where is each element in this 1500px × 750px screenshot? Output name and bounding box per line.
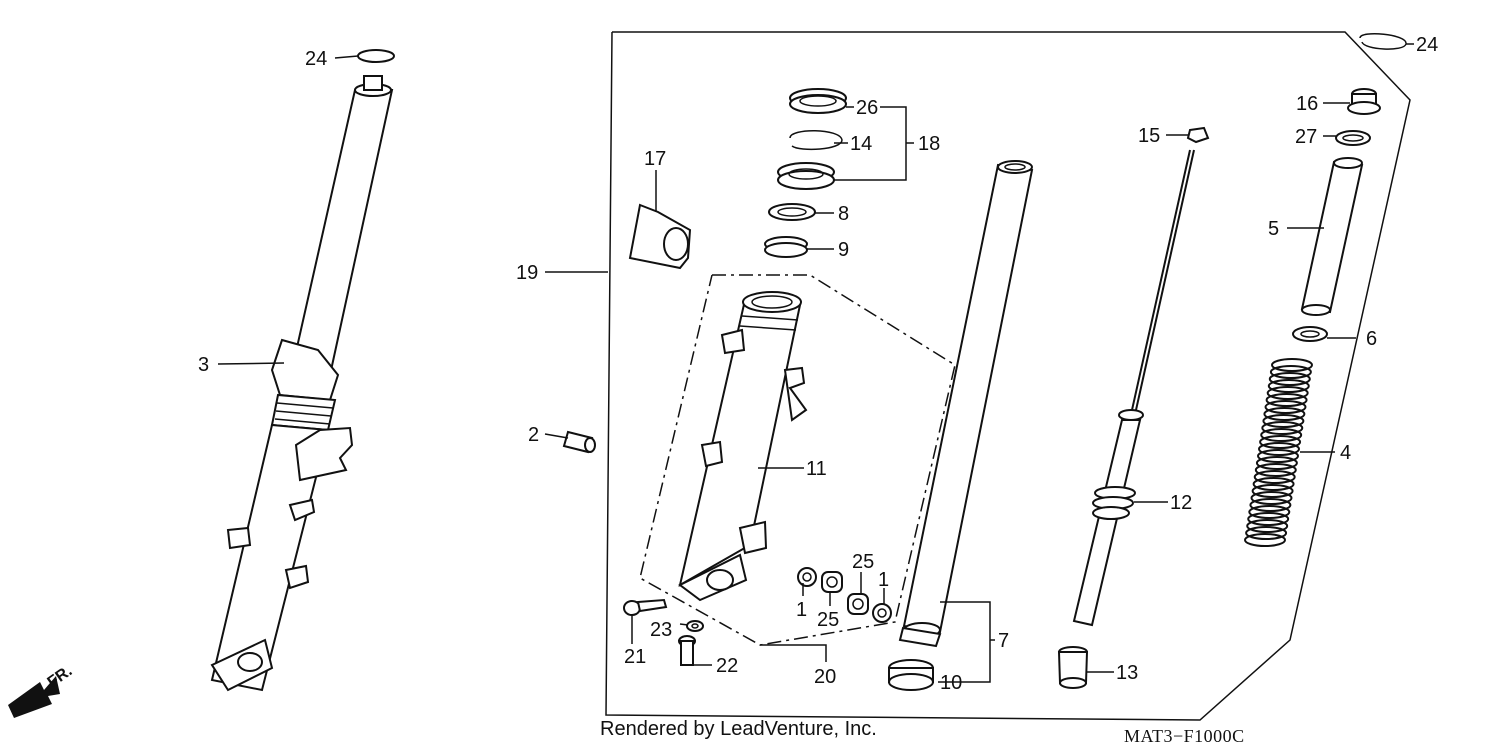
callout-1-left: 1 <box>796 599 807 621</box>
part-10-slide-bushing[interactable] <box>888 659 934 691</box>
callout-15: 15 <box>1138 125 1160 147</box>
part-24-snap-ring-left[interactable] <box>357 49 395 63</box>
callout-7: 7 <box>998 630 1009 652</box>
spring-coil <box>1254 463 1297 477</box>
callout-8: 8 <box>838 203 849 225</box>
callout-21: 21 <box>624 646 646 668</box>
part-2-dowel[interactable] <box>562 430 596 454</box>
spring-coil <box>1244 533 1286 547</box>
assembly-boundary <box>605 31 1411 721</box>
spring-coil <box>1259 435 1302 449</box>
part-12-damper-rod[interactable] <box>1072 149 1195 627</box>
part-26-dust-seal[interactable] <box>789 88 847 114</box>
spring-coil <box>1246 519 1289 533</box>
part-14-oil-seal-stopper[interactable] <box>789 130 843 151</box>
part-1-washer-b[interactable] <box>872 603 892 623</box>
spring-coil <box>1258 442 1300 456</box>
spring-coil <box>1271 358 1313 372</box>
callout-26: 26 <box>856 97 878 119</box>
part-5-spring-collar[interactable] <box>1300 157 1364 316</box>
part-23-washer[interactable] <box>686 620 704 632</box>
spring-coil <box>1269 365 1312 379</box>
part-11-fork-slider[interactable] <box>678 291 808 602</box>
callout-27: 27 <box>1295 126 1317 148</box>
spring-coil <box>1262 414 1305 428</box>
callout-6: 6 <box>1366 328 1377 350</box>
front-direction-arrow <box>8 676 60 718</box>
callout-3: 3 <box>198 354 209 376</box>
part-18-oil-seal[interactable] <box>777 162 835 190</box>
part-9-slide-bushing[interactable] <box>764 236 808 258</box>
callout-14: 14 <box>850 133 872 155</box>
part-13-oil-lock-piece[interactable] <box>1057 646 1089 689</box>
spring-coil <box>1249 498 1292 512</box>
callout-13: 13 <box>1116 662 1138 684</box>
diagram-code: MAT3−F1000C <box>1124 726 1245 746</box>
part-21-bolt[interactable] <box>623 598 668 616</box>
spring-coil <box>1251 484 1294 498</box>
callout-24-left: 24 <box>305 48 327 70</box>
part-17-fork-guide[interactable] <box>628 203 692 270</box>
callout-18: 18 <box>918 133 940 155</box>
part-1-washer-a[interactable] <box>797 567 817 587</box>
part-24-snap-ring-right[interactable] <box>1359 33 1407 50</box>
callout-1-right: 1 <box>878 569 889 591</box>
part-8-back-up-ring[interactable] <box>768 203 816 221</box>
callout-16: 16 <box>1296 93 1318 115</box>
part-16-fork-bolt[interactable] <box>1347 88 1381 115</box>
spring-coil <box>1263 407 1306 421</box>
spring-coil <box>1247 512 1290 526</box>
spring-coil <box>1255 456 1298 470</box>
callout-2: 2 <box>528 424 539 446</box>
callout-labels: 24 3 2 19 17 26 14 18 8 9 11 1 25 25 1 2… <box>198 34 1438 694</box>
part-3-fork-assembly[interactable] <box>210 75 394 692</box>
part-25-bushing-a[interactable] <box>821 571 843 593</box>
part-15-nut[interactable] <box>1186 126 1210 144</box>
spring-coil <box>1253 470 1296 484</box>
callout-24-right: 24 <box>1416 34 1438 56</box>
leader-lines <box>217 43 1414 683</box>
spring-coil <box>1245 526 1288 540</box>
render-credit: Rendered by LeadVenture, Inc. <box>600 718 877 740</box>
callout-23: 23 <box>650 619 672 641</box>
spring-coil <box>1266 386 1309 400</box>
spring-coil <box>1267 379 1310 393</box>
spring-coil <box>1250 491 1293 505</box>
spring-coil <box>1257 449 1299 463</box>
callout-20: 20 <box>814 666 836 688</box>
callout-11: 11 <box>806 458 827 480</box>
callout-19: 19 <box>516 262 538 284</box>
callout-17: 17 <box>644 148 666 170</box>
callout-9: 9 <box>838 239 849 261</box>
callout-22: 22 <box>716 655 738 677</box>
spring-coil <box>1264 400 1307 414</box>
part-4-fork-spring[interactable] <box>1244 358 1313 547</box>
case-boundary <box>639 274 956 646</box>
part-27-o-ring[interactable] <box>1335 130 1371 146</box>
part-7-fork-pipe[interactable] <box>898 160 1034 648</box>
callout-25-right: 25 <box>852 551 874 573</box>
callout-10: 10 <box>940 672 962 694</box>
spring-coil <box>1252 477 1295 491</box>
part-22-socket-bolt[interactable] <box>678 635 696 666</box>
callout-5: 5 <box>1268 218 1279 240</box>
callout-4: 4 <box>1340 442 1351 464</box>
spring-coil <box>1260 428 1303 442</box>
part-6-spring-seat[interactable] <box>1292 326 1328 342</box>
spring-coil <box>1248 505 1291 519</box>
spring-coil <box>1265 393 1308 407</box>
callout-12: 12 <box>1170 492 1192 514</box>
callout-25-left: 25 <box>817 609 839 631</box>
part-25-bushing-b[interactable] <box>847 593 869 615</box>
spring-coil <box>1268 372 1311 386</box>
spring-coil <box>1261 421 1304 435</box>
